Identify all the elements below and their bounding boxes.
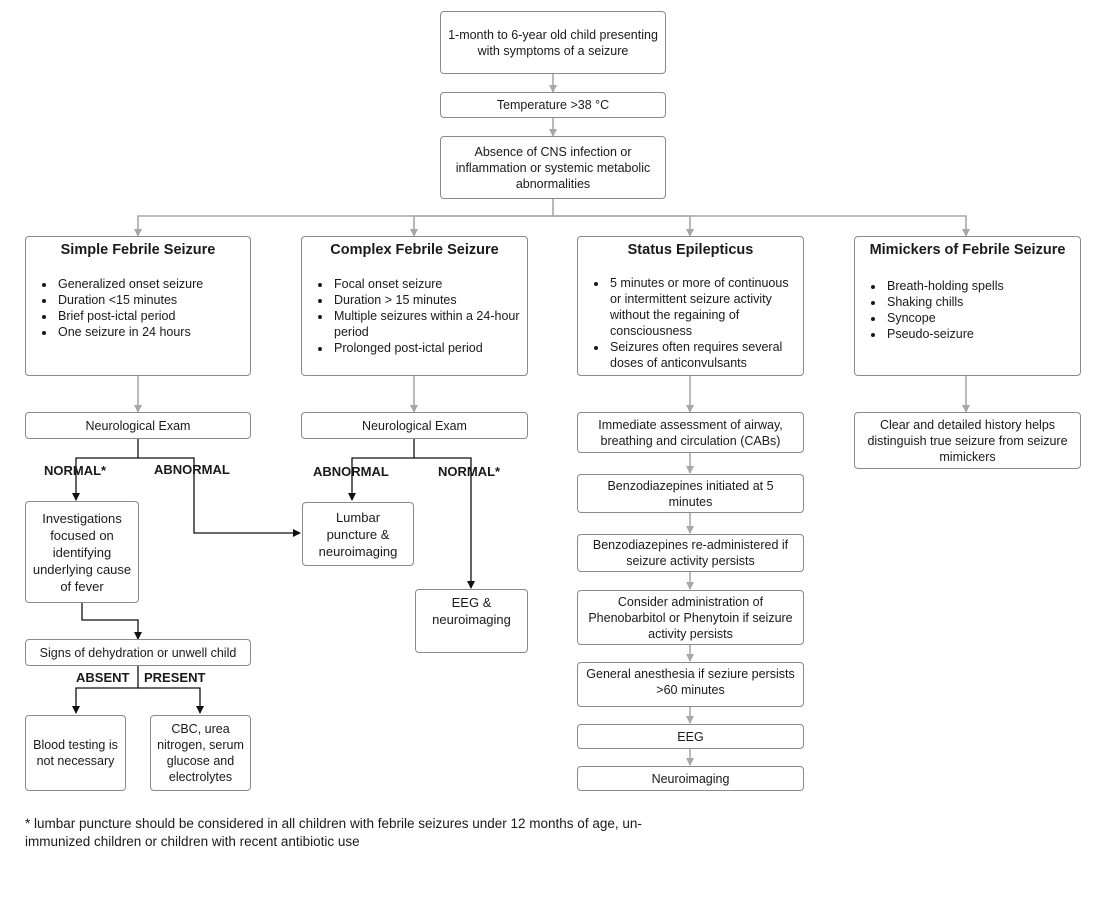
list-item: 5 minutes or more of continuous or inter… xyxy=(608,275,799,339)
dehydration-text: Signs of dehydration or unwell child xyxy=(39,645,237,660)
cbc-text: CBC, urea nitrogen, serum glucose and el… xyxy=(157,722,244,784)
status-step-text: Immediate assessment of airway, breathin… xyxy=(598,417,783,448)
complex-normal-label: NORMAL* xyxy=(438,464,501,479)
history-box: Clear and detailed history helps disting… xyxy=(854,412,1081,469)
status-step-airway: Immediate assessment of airway, breathin… xyxy=(577,412,804,453)
status-epilepticus-title: Status Epilepticus xyxy=(627,242,754,258)
status-step-text: EEG xyxy=(677,729,704,744)
list-item: Shaking chills xyxy=(885,294,1080,310)
status-step-benzo-repeat: Benzodiazepines re-administered if seizu… xyxy=(577,534,804,572)
lumbar-puncture-text: Lumbar puncture & neuroimaging xyxy=(318,509,398,559)
status-step-text: Benzodiazepines re-administered if seizu… xyxy=(592,538,789,568)
simple-febrile-list: Generalized onset seizure Duration <15 m… xyxy=(26,276,250,340)
cbc-box: CBC, urea nitrogen, serum glucose and el… xyxy=(150,715,251,791)
status-step-neuroimaging: Neuroimaging xyxy=(577,766,804,791)
simple-abnormal-label: ABNORMAL xyxy=(154,462,230,477)
absence-box: Absence of CNS infection or inflammation… xyxy=(440,136,666,199)
mimickers-title: Mimickers of Febrile Seizure xyxy=(869,242,1066,258)
mimickers-list: Breath-holding spells Shaking chills Syn… xyxy=(855,278,1080,342)
list-item: Prolonged post-ictal period xyxy=(332,340,527,356)
list-item: Pseudo-seizure xyxy=(885,326,1080,342)
list-item: Duration <15 minutes xyxy=(56,292,250,308)
simple-neuro-exam-text: Neurological Exam xyxy=(85,418,191,433)
status-step-anesthesia: General anesthesia if seziure persists >… xyxy=(577,662,804,707)
investigations-box: Investigations focused on identifying un… xyxy=(25,501,139,603)
status-epilepticus-list: 5 minutes or more of continuous or inter… xyxy=(578,275,803,371)
blood-testing-text: Blood testing is not necessary xyxy=(33,738,118,768)
complex-abnormal-label: ABNORMAL xyxy=(313,464,389,479)
investigations-text: Investigations focused on identifying un… xyxy=(32,510,132,594)
list-item: Brief post-ictal period xyxy=(56,308,250,324)
start-box: 1-month to 6-year old child presenting w… xyxy=(440,11,666,74)
status-step-eeg: EEG xyxy=(577,724,804,749)
status-step-phenobarbitol: Consider administration of Phenobarbitol… xyxy=(577,590,804,645)
absent-label: ABSENT xyxy=(76,670,130,685)
simple-febrile-title: Simple Febrile Seizure xyxy=(60,242,216,258)
simple-normal-label: NORMAL* xyxy=(44,463,107,478)
lumbar-puncture-box: Lumbar puncture & neuroimaging xyxy=(302,502,414,566)
status-step-text: General anesthesia if seziure persists >… xyxy=(586,667,795,697)
mimickers-card: Mimickers of Febrile Seizure Breath-hold… xyxy=(854,236,1081,376)
start-text: 1-month to 6-year old child presenting w… xyxy=(448,27,658,58)
list-item: Focal onset seizure xyxy=(332,276,527,292)
list-item: Duration > 15 minutes xyxy=(332,292,527,308)
status-step-text: Neuroimaging xyxy=(651,771,730,786)
list-item: Generalized onset seizure xyxy=(56,276,250,292)
temperature-box: Temperature >38 °C xyxy=(440,92,666,118)
list-item: Syncope xyxy=(885,310,1080,326)
dehydration-box: Signs of dehydration or unwell child xyxy=(25,639,251,666)
status-step-benzo-initial: Benzodiazepines initiated at 5 minutes xyxy=(577,474,804,513)
complex-febrile-list: Focal onset seizure Duration > 15 minute… xyxy=(302,276,527,356)
history-text: Clear and detailed history helps disting… xyxy=(867,417,1068,464)
list-item: One seizure in 24 hours xyxy=(56,324,250,340)
present-label: PRESENT xyxy=(144,670,206,685)
complex-neuro-exam-box: Neurological Exam xyxy=(301,412,528,439)
list-item: Multiple seizures within a 24-hour perio… xyxy=(332,308,527,340)
complex-febrile-card: Complex Febrile Seizure Focal onset seiz… xyxy=(301,236,528,376)
absence-text: Absence of CNS infection or inflammation… xyxy=(455,144,651,191)
status-step-text: Benzodiazepines initiated at 5 minutes xyxy=(607,478,774,509)
simple-febrile-card: Simple Febrile Seizure Generalized onset… xyxy=(25,236,251,376)
list-item: Seizures often requires several doses of… xyxy=(608,339,799,371)
blood-testing-box: Blood testing is not necessary xyxy=(25,715,126,791)
complex-febrile-title: Complex Febrile Seizure xyxy=(330,242,499,258)
temperature-text: Temperature >38 °C xyxy=(496,98,610,112)
eeg-neuroimaging-box: EEG & neuroimaging xyxy=(415,589,528,653)
simple-neuro-exam-box: Neurological Exam xyxy=(25,412,251,439)
status-step-text: Consider administration of Phenobarbitol… xyxy=(588,594,793,641)
status-epilepticus-card: Status Epilepticus 5 minutes or more of … xyxy=(577,236,804,376)
eeg-neuroimaging-text: EEG & neuroimaging xyxy=(432,595,511,627)
footnote: * lumbar puncture should be considered i… xyxy=(25,816,642,849)
list-item: Breath-holding spells xyxy=(885,278,1080,294)
complex-neuro-exam-text: Neurological Exam xyxy=(362,418,467,433)
